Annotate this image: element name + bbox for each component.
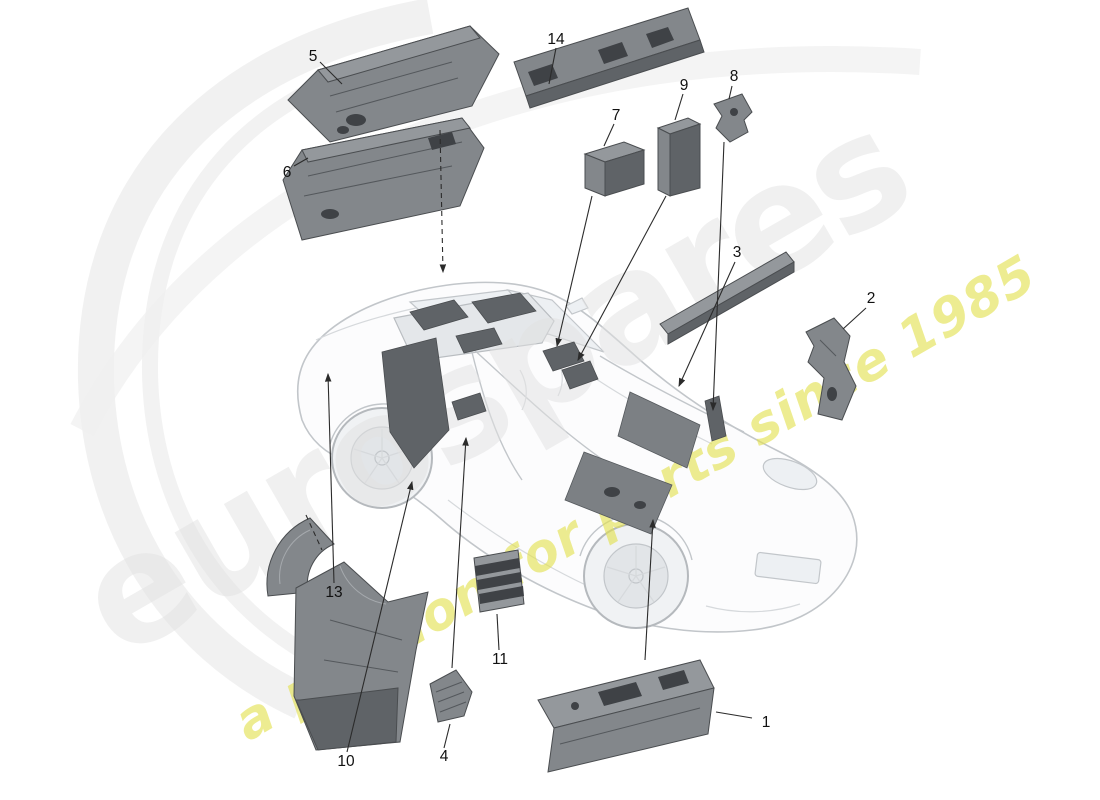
seat-line-1 (519, 369, 527, 411)
part-14-shape (513, 7, 705, 109)
part-label-1[interactable]: 1 (762, 714, 771, 731)
leader-lines (293, 47, 867, 753)
part-11-shape (473, 549, 525, 613)
door-mirror (565, 297, 589, 315)
part-label-6[interactable]: 6 (283, 164, 292, 181)
part-6-shape (282, 117, 485, 241)
part-label-5[interactable]: 5 (309, 48, 318, 65)
front-bumper-line (705, 603, 801, 613)
part-label-14[interactable]: 14 (547, 31, 565, 48)
part-label-8[interactable]: 8 (730, 68, 739, 85)
part-3-shape (659, 251, 795, 345)
hood-crease-1 (599, 355, 745, 433)
part-13-shape (266, 517, 335, 597)
part-label-11[interactable]: 11 (492, 651, 508, 668)
door-shutline (469, 343, 523, 481)
part-5-shape (287, 25, 500, 143)
part-label-4[interactable]: 4 (440, 748, 449, 765)
part-10-shape (293, 561, 429, 751)
part-label-7[interactable]: 7 (612, 107, 621, 124)
part-label-2[interactable]: 2 (867, 290, 876, 307)
part-label-9[interactable]: 9 (680, 77, 689, 94)
rear-deck-line (315, 307, 417, 341)
installed-insulation-pieces (381, 292, 727, 535)
license-plate (754, 551, 822, 585)
part-2-shape (805, 317, 857, 421)
part-label-3[interactable]: 3 (733, 244, 742, 261)
part-label-10[interactable]: 10 (337, 753, 355, 770)
part-7-shape (583, 141, 646, 197)
part-9-shape (656, 117, 702, 197)
part-8-shape (713, 93, 753, 143)
headlight (762, 457, 818, 491)
part-label-13[interactable]: 13 (325, 584, 342, 601)
part-4-shape (429, 669, 473, 723)
side-crease (469, 345, 607, 463)
part-1-shape (537, 659, 715, 773)
